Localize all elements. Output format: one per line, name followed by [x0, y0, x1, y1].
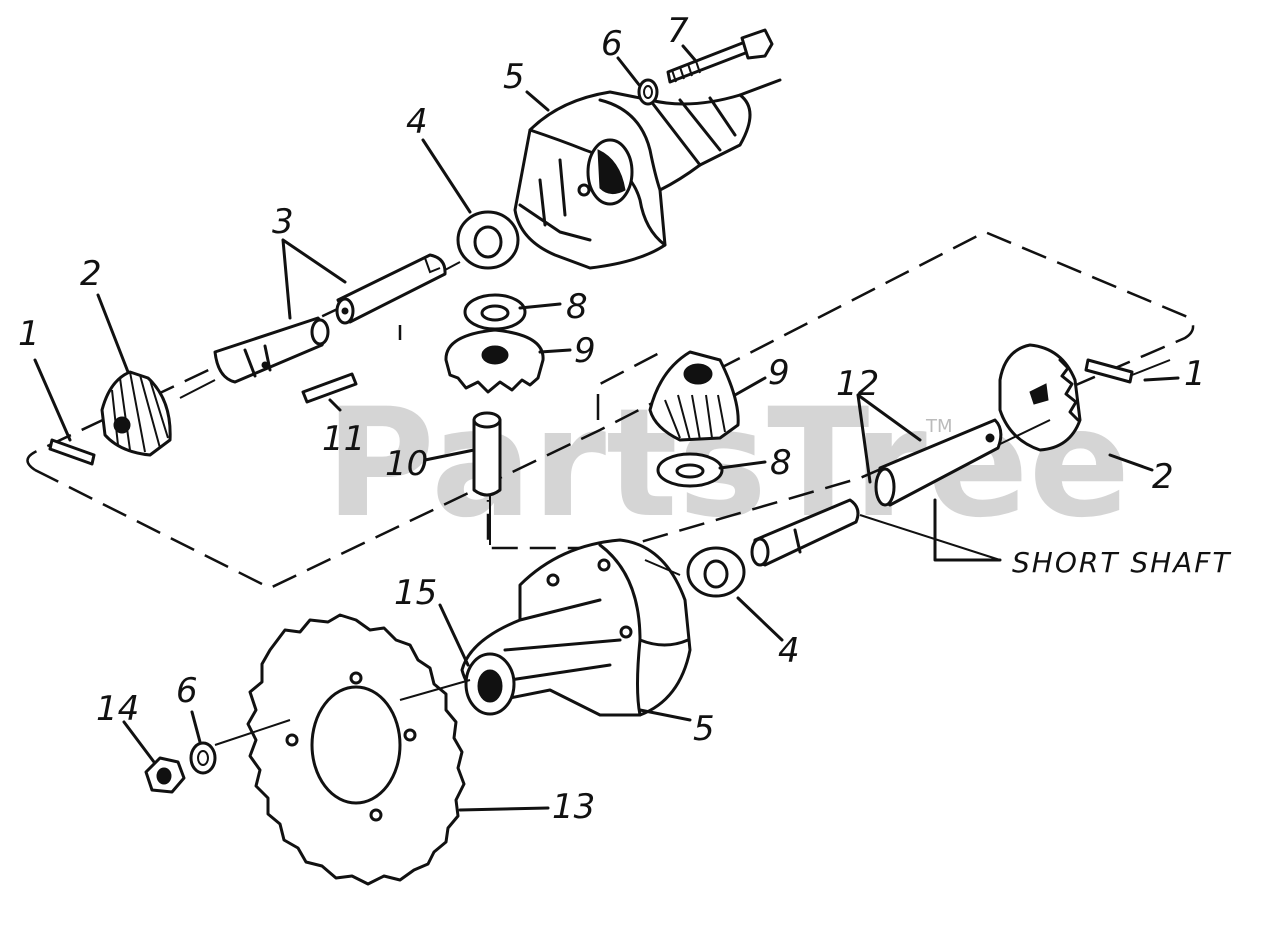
- callout-1-left: 1: [18, 314, 40, 354]
- spacer-washer-upper: [463, 293, 527, 331]
- sprocket: [246, 613, 466, 886]
- cotter-pin-left: [48, 438, 96, 466]
- axle-shaft-right-short: [750, 498, 860, 567]
- callout-9-right: 9: [768, 353, 790, 393]
- callouts: 1 1 2 2 3 4 4 5 5 6 6 7 8 8 9 9 10 11 12…: [18, 11, 1232, 827]
- spacer-washer-lower: [656, 452, 724, 488]
- pinion-gear-right: [998, 343, 1082, 452]
- callout-14: 14: [96, 689, 139, 729]
- axle-housing-lower: [460, 538, 692, 717]
- hex-nut: [144, 756, 186, 794]
- bearing-hub: [464, 652, 516, 716]
- pinion-gear-left: [100, 370, 172, 457]
- axis-lines: [179, 261, 1171, 746]
- bevel-gear-flat: [444, 328, 545, 394]
- callout-8-lower: 8: [770, 443, 792, 483]
- axle-shaft-short: [213, 316, 330, 384]
- axle-housing-upper: [513, 78, 782, 270]
- axle-shaft-right-long: [874, 418, 1003, 507]
- callout-10: 10: [385, 444, 428, 484]
- thrust-washer-lower: [686, 546, 746, 598]
- leader-lines: [33, 44, 1180, 812]
- bolt: [666, 28, 774, 84]
- callout-3: 3: [272, 202, 294, 242]
- callout-15: 15: [394, 573, 437, 613]
- callout-4-upper: 4: [406, 102, 428, 142]
- callout-9-left: 9: [574, 331, 596, 371]
- callout-12: 12: [836, 364, 879, 404]
- trademark-text: TM: [925, 416, 953, 437]
- callout-5-upper: 5: [503, 57, 525, 97]
- roll-pin: [301, 372, 358, 404]
- callout-13: 13: [552, 787, 595, 827]
- assembly-dashed-outline: [26, 230, 1195, 590]
- callout-7: 7: [667, 11, 689, 51]
- lock-washer-lower: [189, 741, 217, 775]
- callout-6-lower: 6: [176, 671, 198, 711]
- callout-8-upper: 8: [566, 287, 588, 327]
- callout-4-lower: 4: [778, 631, 800, 671]
- thrust-washer-upper: [456, 210, 520, 270]
- callout-1-right: 1: [1184, 354, 1206, 394]
- axle-shaft-long: [335, 253, 447, 325]
- callout-2-left: 2: [80, 254, 102, 294]
- short-shaft-label: SHORT SHAFT: [1012, 546, 1232, 579]
- bevel-gear-cone: [648, 350, 740, 442]
- lock-washer-upper: [637, 78, 659, 106]
- cotter-pin-right: [1084, 358, 1134, 384]
- callout-5-lower: 5: [693, 709, 715, 749]
- cross-pin: [472, 411, 502, 497]
- callout-6-upper: 6: [601, 24, 623, 64]
- callout-11: 11: [322, 419, 365, 459]
- callout-2-right: 2: [1152, 457, 1174, 497]
